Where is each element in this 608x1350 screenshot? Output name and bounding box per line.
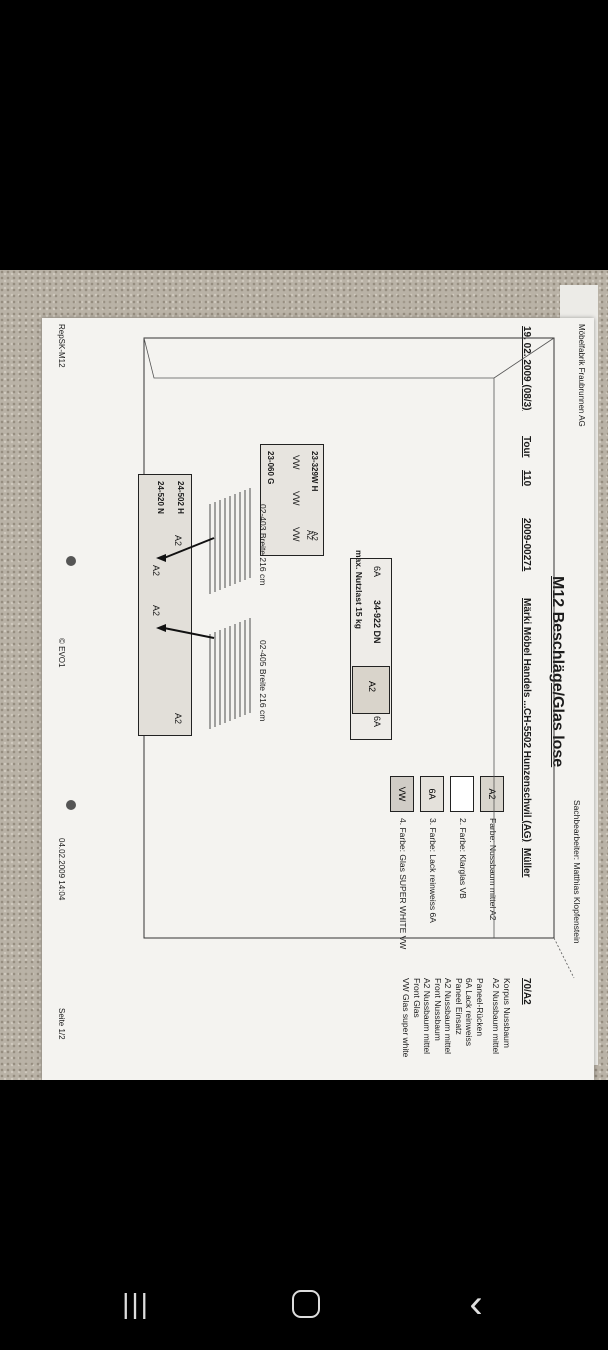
- home-icon: [292, 1290, 320, 1318]
- recent-apps-button[interactable]: |||: [106, 1282, 166, 1326]
- footer-page: Seite 1/2: [57, 1008, 66, 1040]
- part-label: 34-922 DN: [372, 600, 382, 644]
- binder-hole: [66, 800, 76, 810]
- part-label: A2: [367, 681, 377, 693]
- pointer-arrows: [156, 537, 215, 639]
- glass-left-label: 02-403 Breite 216 cm: [258, 504, 268, 586]
- navigation-bar: ||| ‹: [0, 1260, 608, 1350]
- footer-report-id: RepSK-M12: [57, 324, 66, 368]
- glass-front-cabinet: 23-329W H 23-060 G VW VW VW A2: [260, 444, 324, 556]
- document-paper: Sachbearbeiter: Matthias Klopfenstein Mö…: [42, 318, 594, 1080]
- home-button[interactable]: [276, 1282, 336, 1326]
- max-load-label: max. Nutzlast 15 kg: [354, 550, 364, 629]
- a2-panel: A2: [352, 666, 390, 714]
- footer-timestamp: 04.02.2009 14:04: [57, 838, 66, 901]
- part-label: 23-329W H: [310, 451, 319, 492]
- glass-panel-stacks: [209, 488, 251, 729]
- back-button[interactable]: ‹: [446, 1282, 506, 1326]
- part-label: VW: [291, 491, 301, 506]
- document-content: Sachbearbeiter: Matthias Klopfenstein Mö…: [42, 318, 594, 1080]
- back-icon: ‹: [469, 1282, 483, 1326]
- part-label: A2: [305, 530, 314, 540]
- perspective-frame: [143, 337, 575, 979]
- part-label: VW: [291, 527, 301, 542]
- part-label: 24-502 H: [176, 481, 185, 514]
- part-label: 6A: [372, 566, 382, 578]
- part-label: 6A: [372, 716, 382, 728]
- part-label: A2: [173, 713, 183, 725]
- footer-copyright: © EVO1: [57, 638, 66, 668]
- part-label: 24-520 N: [156, 481, 165, 514]
- glass-right-label: 02-405 Breite 216 cm: [258, 640, 268, 722]
- part-label: VW: [291, 455, 301, 470]
- binder-hole: [66, 556, 76, 566]
- recent-apps-icon: |||: [122, 1288, 150, 1319]
- part-label: 23-060 G: [266, 451, 275, 485]
